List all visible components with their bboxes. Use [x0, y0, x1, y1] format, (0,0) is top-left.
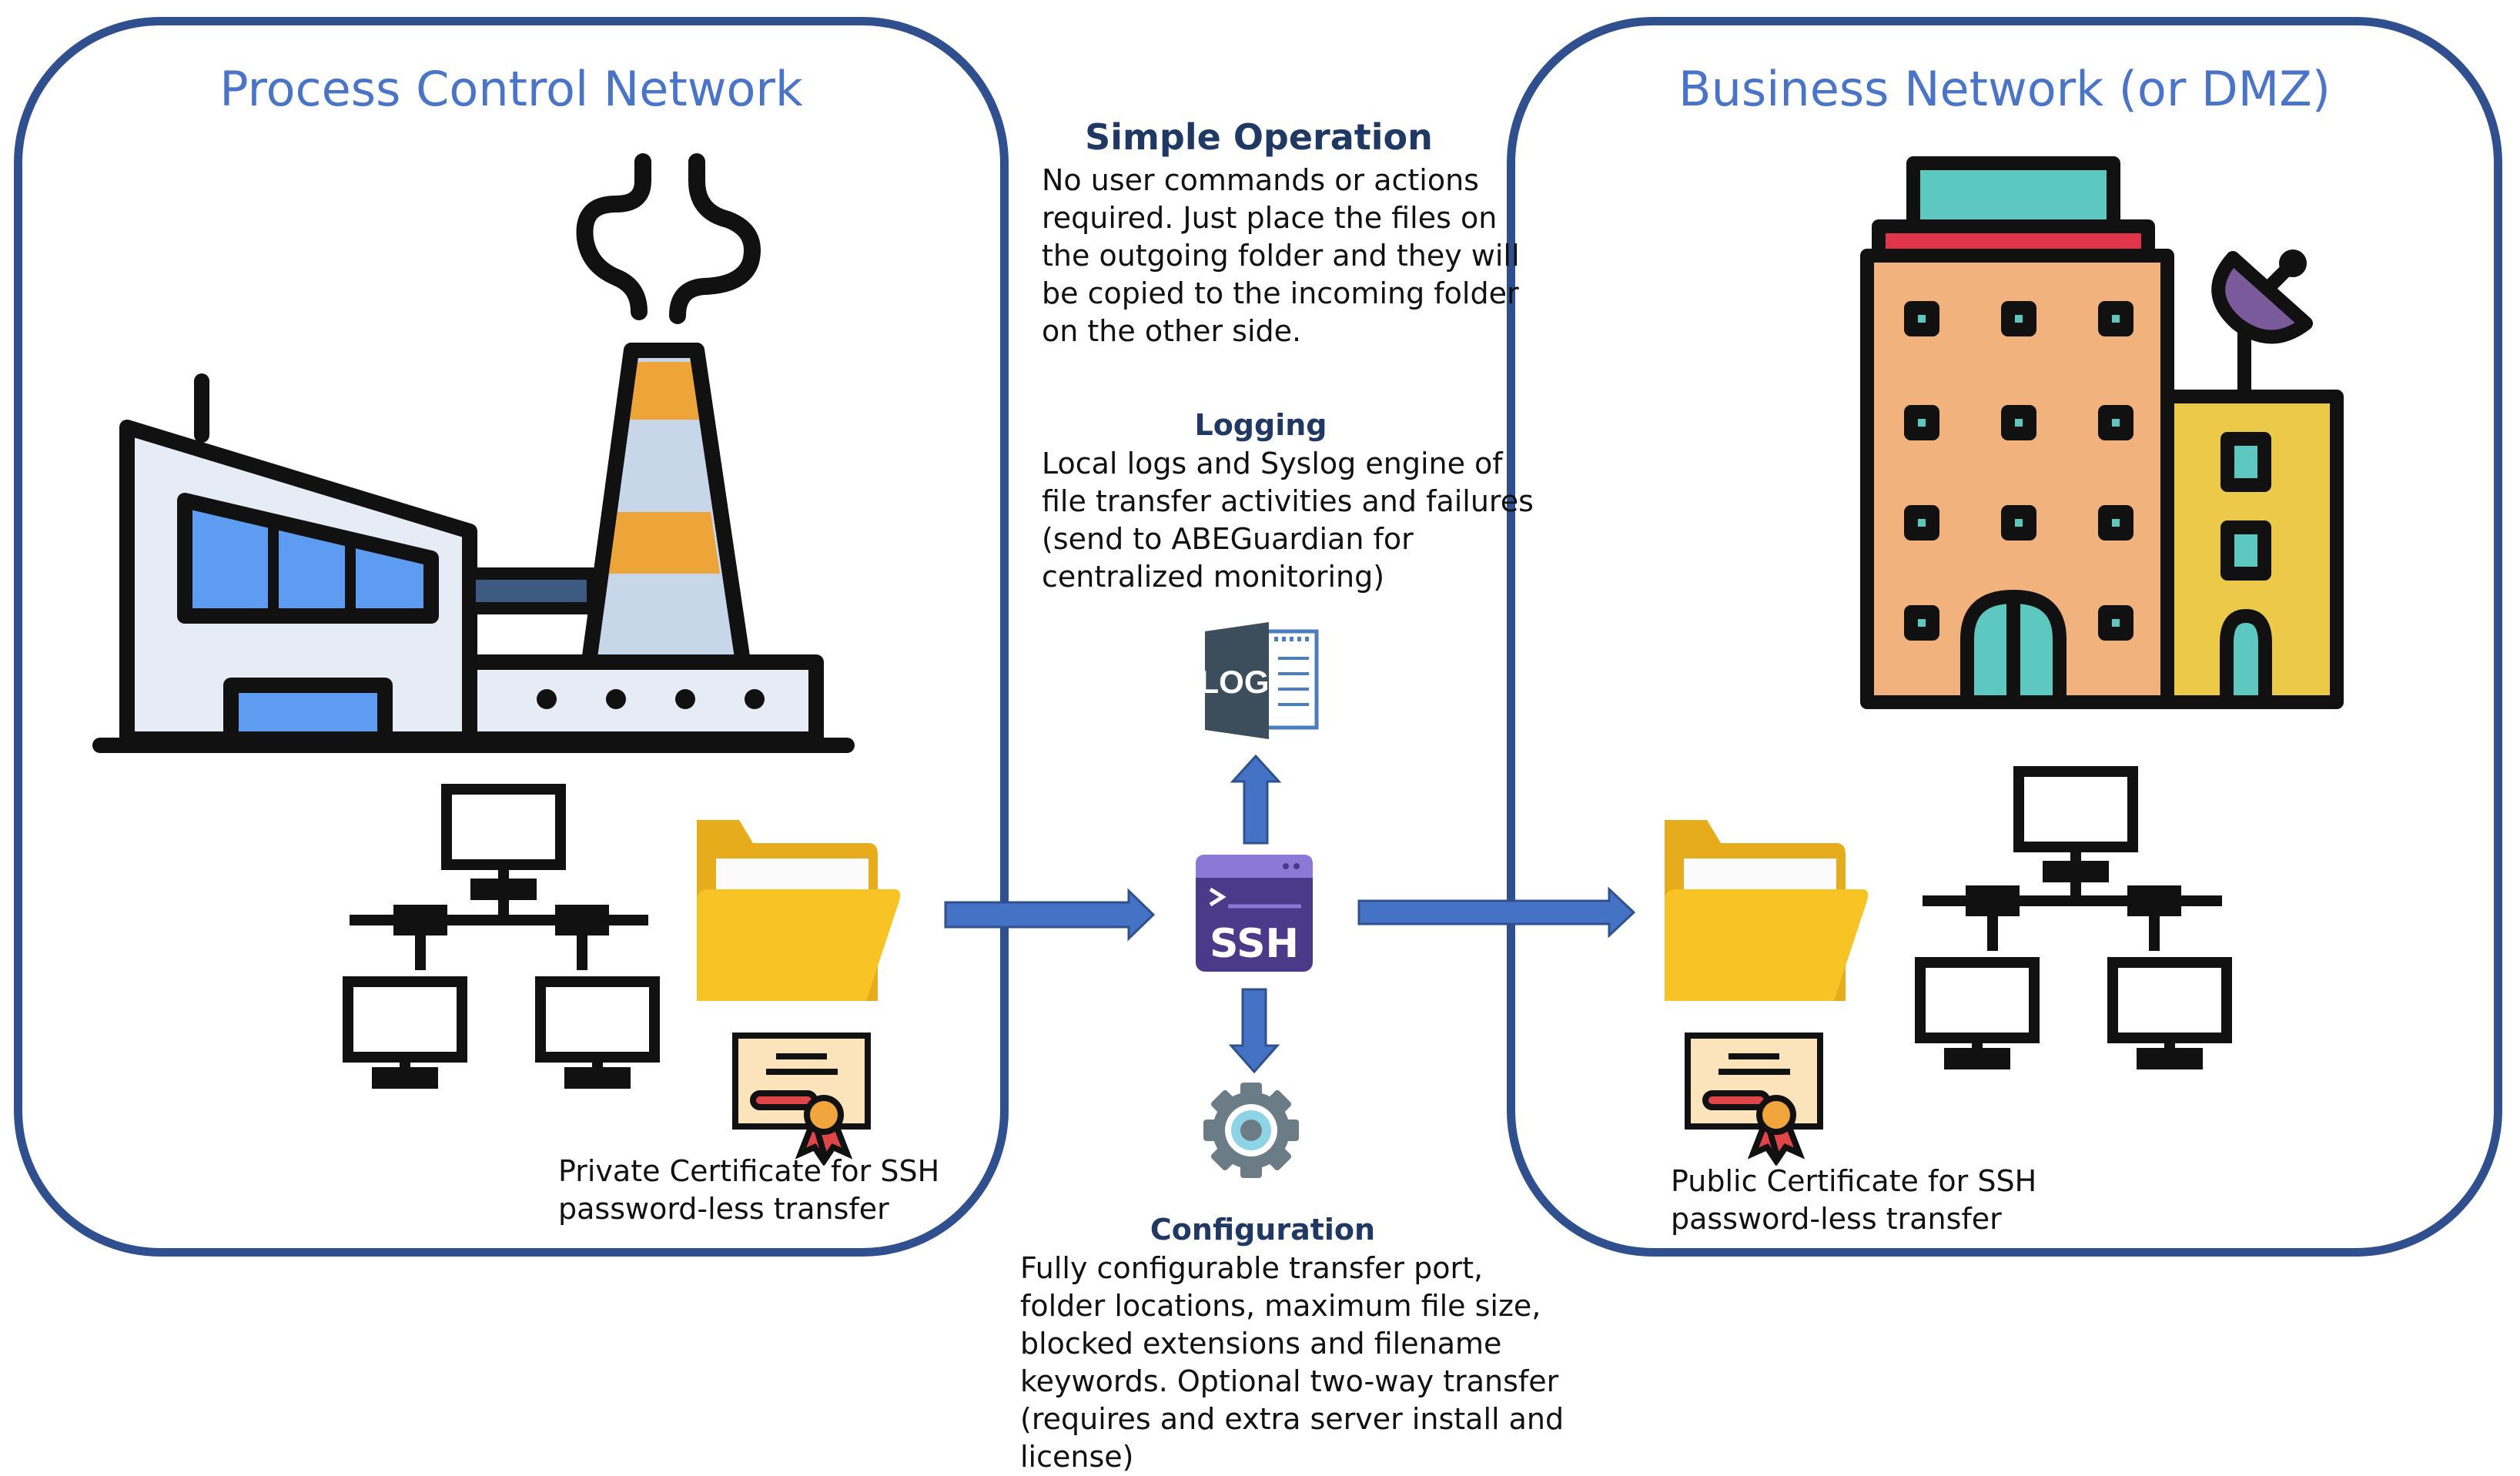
ssh-terminal-icon: SSH — [1196, 855, 1313, 972]
log-file-icon: LOG — [1200, 622, 1319, 739]
text-line: required. Just place the files on — [1042, 201, 1498, 235]
network-computers-icon — [1915, 766, 2232, 1069]
simple-operation-text: No user commands or actions required. Ju… — [1042, 162, 1520, 350]
arrow-icon — [1357, 886, 1636, 939]
text-line: license) — [1020, 1440, 1134, 1474]
public-certificate-caption: Public Certificate for SSH password-less… — [1671, 1163, 2036, 1238]
text-line: No user commands or actions — [1042, 163, 1479, 197]
configuration-title: Configuration — [1150, 1213, 1376, 1247]
arrow-icon — [1228, 988, 1280, 1074]
text-line: file transfer activities and failures — [1042, 484, 1534, 518]
text-line: the outgoing folder and they will — [1042, 239, 1520, 273]
private-certificate-caption: Private Certificate for SSH password-les… — [558, 1153, 939, 1228]
text-line: blocked extensions and filename — [1020, 1327, 1502, 1361]
office-building-icon — [1860, 156, 2344, 709]
process-control-network-zone: Process Control Network — [14, 17, 1009, 1257]
process-control-network-title: Process Control Network — [219, 61, 803, 117]
gear-icon — [1203, 1083, 1299, 1178]
text-line: be copied to the incoming folder — [1042, 276, 1519, 310]
text-line: centralized monitoring) — [1042, 560, 1385, 594]
logging-title: Logging — [1194, 408, 1327, 442]
arrow-icon — [1230, 754, 1282, 845]
text-line: Local logs and Syslog engine of — [1042, 447, 1503, 480]
network-computers-icon — [343, 784, 660, 1089]
text-line: folder locations, maximum file size, — [1020, 1289, 1541, 1323]
caption-line: password-less transfer — [1671, 1202, 2002, 1236]
text-line: keywords. Optional two-way transfer — [1020, 1364, 1559, 1398]
business-network-zone: Business Network (or DMZ) — [1507, 17, 2502, 1257]
caption-line: password-less transfer — [558, 1192, 889, 1226]
certificate-icon — [732, 1033, 871, 1166]
configuration-text: Fully configurable transfer port, folder… — [1020, 1250, 1564, 1476]
factory-icon — [92, 153, 855, 753]
folder-icon — [1665, 820, 1869, 1001]
log-label: LOG — [1200, 664, 1270, 700]
text-line: (send to ABEGuardian for — [1042, 522, 1414, 556]
logging-text: Local logs and Syslog engine of file tra… — [1042, 445, 1534, 596]
folder-icon — [697, 820, 901, 1001]
arrow-icon — [944, 888, 1156, 942]
ssh-label: SSH — [1210, 921, 1299, 967]
simple-operation-title: Simple Operation — [1085, 116, 1433, 158]
business-network-title: Business Network (or DMZ) — [1678, 61, 2331, 117]
certificate-icon — [1685, 1033, 1823, 1166]
text-line: on the other side. — [1042, 314, 1302, 348]
text-line: (requires and extra server install and — [1020, 1402, 1565, 1436]
text-line: Fully configurable transfer port, — [1020, 1251, 1484, 1285]
caption-line: Private Certificate for SSH — [558, 1154, 940, 1188]
caption-line: Public Certificate for SSH — [1671, 1164, 2037, 1198]
